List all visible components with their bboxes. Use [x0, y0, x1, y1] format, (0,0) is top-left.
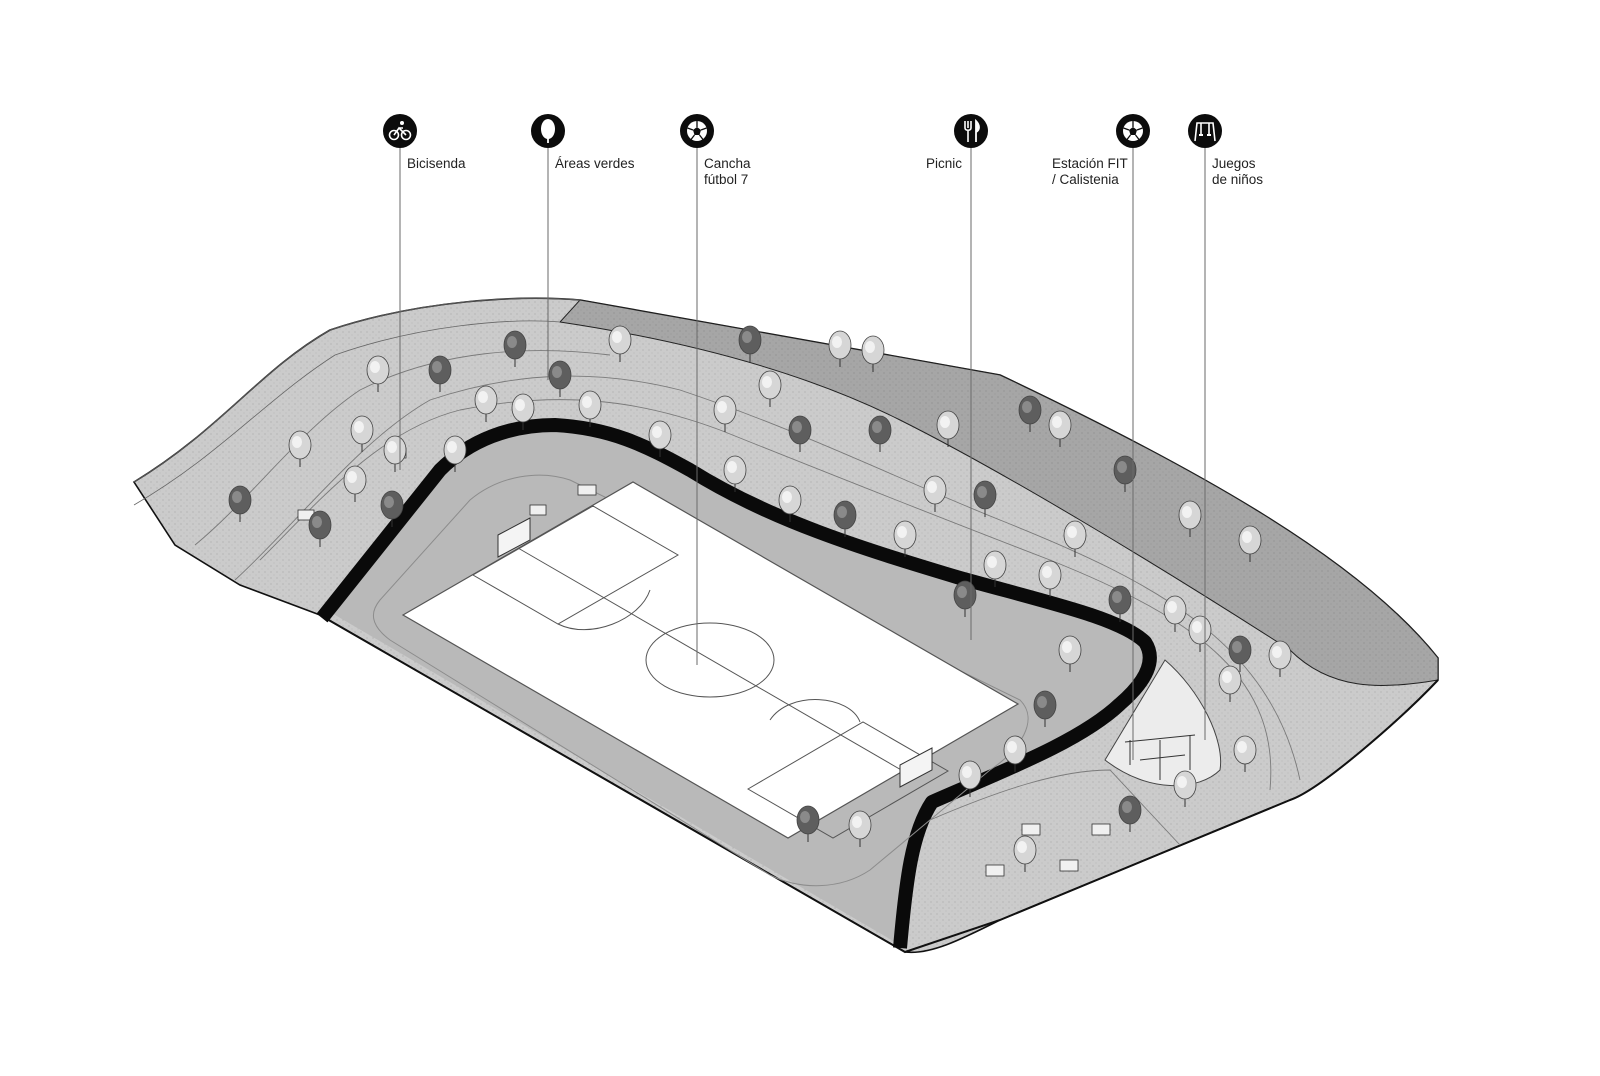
tree	[548, 360, 572, 397]
soccer-ball-icon	[1116, 114, 1150, 148]
callout-areas-verdes: Áreas verdes	[531, 114, 635, 380]
tree-icon	[531, 114, 565, 148]
callout-picnic: Picnic	[926, 114, 988, 640]
tree	[1238, 525, 1262, 562]
tree	[828, 330, 852, 367]
callout-bicisenda: Bicisenda	[383, 114, 466, 470]
play-area-pad	[1104, 659, 1222, 787]
tree	[648, 420, 672, 457]
tree	[983, 550, 1007, 587]
tree	[1178, 500, 1202, 537]
tree	[1233, 735, 1257, 772]
tree	[1113, 455, 1137, 492]
play-structure	[1104, 659, 1222, 787]
black-track	[316, 418, 1157, 949]
tree	[578, 390, 602, 427]
callout-label: Áreas verdes	[555, 156, 635, 171]
tree	[788, 415, 812, 452]
tree	[343, 465, 367, 502]
tree	[861, 335, 885, 372]
tree	[1013, 835, 1037, 872]
callout-label: Picnic	[926, 156, 962, 171]
soccer-ball-icon	[680, 114, 714, 148]
tree	[1228, 635, 1252, 672]
tree	[923, 475, 947, 512]
tree	[308, 510, 332, 547]
swing-icon	[1188, 114, 1222, 148]
goal-top	[497, 517, 531, 558]
tree	[288, 430, 312, 467]
fence-left	[133, 297, 581, 483]
field-penalty-arc-top	[557, 589, 651, 631]
tree	[350, 415, 374, 452]
tree	[428, 355, 452, 392]
tree	[228, 485, 252, 522]
tree	[936, 410, 960, 447]
field-center-circle	[645, 622, 775, 698]
tree	[1108, 585, 1132, 622]
tree	[1218, 665, 1242, 702]
callout-label: fútbol 7	[704, 172, 748, 187]
tree	[380, 490, 404, 527]
callout-label: Juegos	[1212, 156, 1256, 171]
field-midline	[517, 547, 904, 772]
callout-label: Estación FIT	[1052, 156, 1128, 171]
tree	[366, 355, 390, 392]
soccer-field	[401, 481, 1020, 839]
tree	[973, 480, 997, 517]
goal-bottom	[899, 747, 933, 788]
callout-label: de niños	[1212, 172, 1263, 187]
callout-label: / Calistenia	[1052, 172, 1119, 187]
tree	[1038, 560, 1062, 597]
tree	[723, 455, 747, 492]
tree	[848, 810, 872, 847]
tree	[1118, 795, 1142, 832]
tree	[503, 330, 527, 367]
tree	[608, 325, 632, 362]
fork-knife-icon	[954, 114, 988, 148]
tree	[1163, 595, 1187, 632]
callout-estacion-fit: Estación FIT/ Calistenia	[1052, 114, 1150, 760]
tree	[796, 805, 820, 842]
tree	[1003, 735, 1027, 772]
tree	[833, 500, 857, 537]
tree	[758, 370, 782, 407]
tree	[1058, 635, 1082, 672]
tree	[443, 435, 467, 472]
tree	[958, 760, 982, 797]
trees-group	[228, 325, 1292, 872]
tree	[713, 395, 737, 432]
field-penalty-arc-bottom	[769, 699, 861, 723]
tree	[868, 415, 892, 452]
tree	[1268, 640, 1292, 677]
tree	[1173, 770, 1197, 807]
tree	[893, 520, 917, 557]
tree	[511, 393, 535, 430]
bicycle-icon	[383, 114, 417, 148]
field-penalty-area-top	[471, 505, 680, 625]
tree	[1033, 690, 1057, 727]
field-loop	[372, 474, 1029, 887]
fence-left-base	[133, 320, 561, 506]
tree	[1048, 410, 1072, 447]
callout-label: Bicisenda	[407, 156, 466, 171]
tree	[778, 485, 802, 522]
callout-label: Cancha	[704, 156, 751, 171]
tree	[474, 385, 498, 422]
ground-edge	[319, 614, 1439, 954]
tree	[738, 325, 762, 362]
tree	[1018, 395, 1042, 432]
tree	[1063, 520, 1087, 557]
